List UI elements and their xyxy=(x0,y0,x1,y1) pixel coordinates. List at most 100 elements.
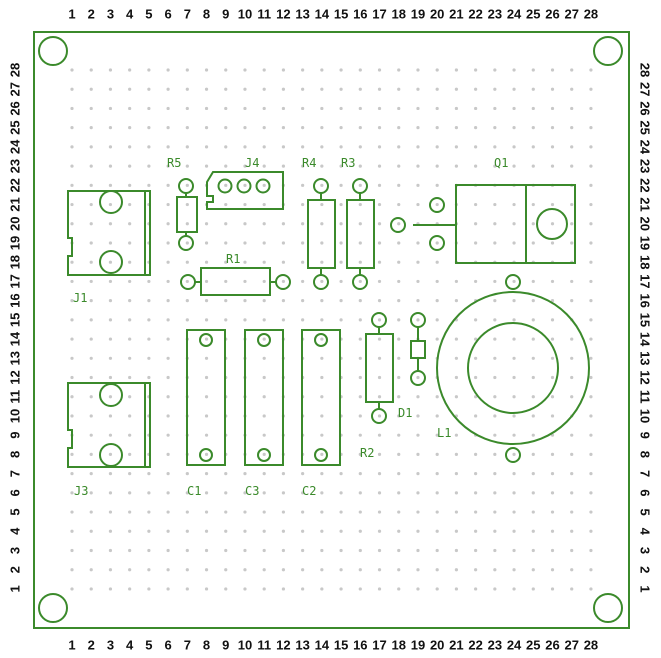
hole xyxy=(570,433,574,437)
hole xyxy=(301,568,305,572)
hole xyxy=(512,395,516,399)
hole xyxy=(204,433,209,437)
hole xyxy=(281,106,286,111)
hole xyxy=(128,491,132,495)
label-q1: Q1 xyxy=(494,156,508,170)
hole xyxy=(397,68,401,72)
hole xyxy=(435,433,439,437)
grid-number: 5 xyxy=(145,7,152,22)
grid-number: 19 xyxy=(411,638,425,653)
component-c3[interactable]: C3 xyxy=(244,329,284,498)
hole xyxy=(281,318,286,322)
hole xyxy=(262,299,266,303)
hole xyxy=(397,299,401,303)
hole xyxy=(108,529,113,533)
hole xyxy=(358,279,362,284)
component-r2[interactable]: R2 xyxy=(360,312,394,460)
hole xyxy=(204,491,209,495)
hole xyxy=(589,337,593,341)
hole xyxy=(320,279,324,284)
hole xyxy=(570,299,574,303)
hole xyxy=(89,164,93,168)
hole xyxy=(493,510,497,514)
component-j1[interactable]: J1 xyxy=(67,190,151,305)
component-r1[interactable]: R1 xyxy=(180,252,291,296)
hole xyxy=(70,452,74,456)
hole xyxy=(493,337,497,341)
hole xyxy=(70,222,74,226)
hole xyxy=(339,222,343,226)
grid-number: 25 xyxy=(638,120,653,134)
grid-number: 19 xyxy=(638,236,653,250)
hole xyxy=(339,145,343,149)
hole xyxy=(570,452,574,456)
hole xyxy=(550,395,555,399)
hole xyxy=(435,491,439,495)
component-c2[interactable]: C2 xyxy=(301,329,341,498)
component-l1[interactable]: L1 xyxy=(436,274,590,463)
grid-number: 4 xyxy=(126,7,134,22)
hole xyxy=(224,145,228,149)
component-r5[interactable]: R5 xyxy=(167,156,198,251)
hole xyxy=(358,510,362,514)
grid-number: 4 xyxy=(126,638,134,653)
component-j4[interactable]: J4 xyxy=(206,156,284,210)
hole xyxy=(262,356,266,360)
hole xyxy=(204,318,209,322)
hole xyxy=(185,529,189,533)
hole xyxy=(128,395,132,399)
hole xyxy=(377,587,382,591)
component-r4[interactable]: R4 xyxy=(302,156,336,290)
grid-number: 12 xyxy=(276,638,290,653)
hole xyxy=(320,337,324,341)
hole xyxy=(512,318,516,322)
hole xyxy=(301,87,305,91)
component-c1[interactable]: C1 xyxy=(186,329,226,498)
grid-number: 9 xyxy=(222,638,229,653)
hole xyxy=(108,452,113,456)
hole xyxy=(358,587,362,591)
hole xyxy=(262,279,266,284)
hole xyxy=(204,587,209,591)
hole xyxy=(204,529,209,533)
hole xyxy=(262,241,266,245)
hole xyxy=(358,529,362,533)
hole xyxy=(550,279,555,284)
hole xyxy=(570,568,574,572)
hole xyxy=(204,68,209,72)
hole xyxy=(358,318,362,322)
hole xyxy=(550,568,555,572)
hole xyxy=(589,318,593,322)
hole xyxy=(512,126,516,130)
hole xyxy=(281,87,286,91)
component-r3[interactable]: R3 xyxy=(341,156,375,290)
component-q1[interactable]: Q1 xyxy=(390,156,576,264)
hole xyxy=(185,87,189,91)
hole xyxy=(301,299,305,303)
hole xyxy=(550,318,555,322)
hole xyxy=(204,395,209,399)
hole xyxy=(70,472,74,476)
hole xyxy=(570,529,574,533)
hole xyxy=(550,452,555,456)
label-r4: R4 xyxy=(302,156,316,170)
hole xyxy=(377,241,382,245)
grid-number: 22 xyxy=(468,7,482,22)
grid-number: 7 xyxy=(184,7,191,22)
hole xyxy=(512,241,516,245)
grid-number: 7 xyxy=(184,638,191,653)
hole xyxy=(550,587,555,591)
hole xyxy=(512,164,516,168)
hole xyxy=(281,126,286,130)
hole xyxy=(474,568,478,572)
hole xyxy=(531,491,535,495)
hole xyxy=(512,568,516,572)
hole xyxy=(301,279,305,284)
component-d1[interactable]: D1 xyxy=(398,312,426,420)
grid-number: 11 xyxy=(8,390,23,404)
component-j3[interactable]: J3 xyxy=(67,382,151,498)
hole xyxy=(377,87,382,91)
hole xyxy=(243,87,247,91)
hole xyxy=(128,260,132,264)
